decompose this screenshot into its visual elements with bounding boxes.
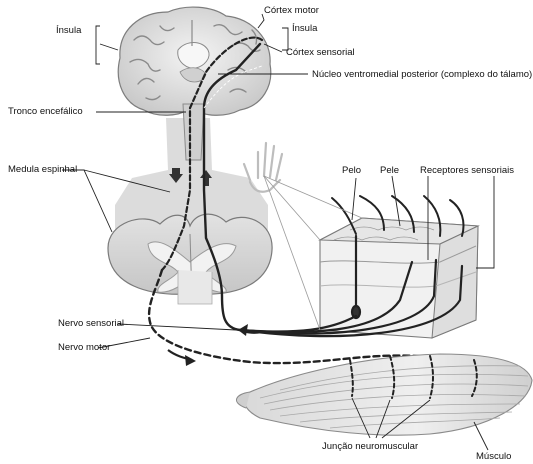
label-nucleo: Núcleo ventromedial posterior (complexo … bbox=[312, 70, 532, 80]
label-cortex-sensorial: Córtex sensorial bbox=[286, 48, 355, 58]
label-insula-left: Ínsula bbox=[56, 26, 81, 36]
label-receptores: Receptores sensoriais bbox=[420, 166, 514, 176]
skin-block bbox=[320, 218, 478, 338]
spinal-cord-section bbox=[108, 214, 272, 304]
label-nervo-motor: Nervo motor bbox=[58, 343, 110, 353]
label-musculo: Músculo bbox=[476, 452, 511, 462]
brain bbox=[118, 7, 270, 160]
label-cortex-motor: Córtex motor bbox=[264, 6, 319, 16]
label-nervo-sensorial: Nervo sensorial bbox=[58, 319, 124, 329]
label-insula-right: Ínsula bbox=[292, 24, 317, 34]
label-tronco: Tronco encefálico bbox=[8, 107, 83, 117]
label-juncao: Junção neuromuscular bbox=[322, 442, 418, 452]
label-pele: Pele bbox=[380, 166, 399, 176]
label-pelo: Pelo bbox=[342, 166, 361, 176]
label-medula: Medula espinhal bbox=[8, 165, 77, 175]
muscle bbox=[236, 354, 532, 435]
